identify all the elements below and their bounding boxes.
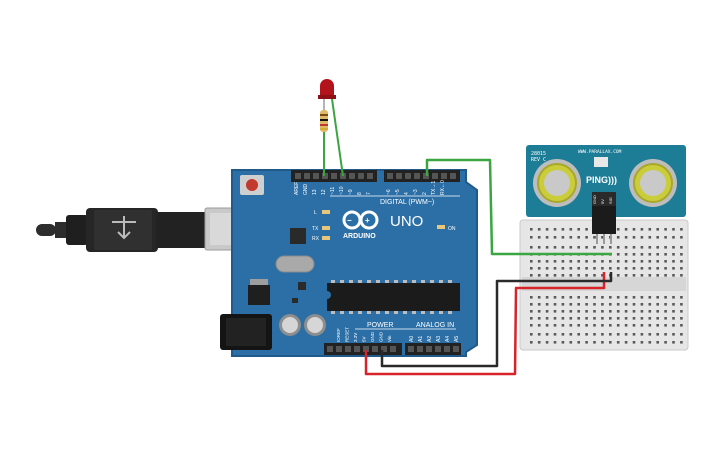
power-label: POWER [367,322,393,329]
analog-pin-label: A5 [454,336,460,342]
power-pin-label: GND [379,331,384,342]
sensor-part-number: 28015 [531,151,546,157]
wire-signal-green[interactable] [425,158,612,256]
power-jack[interactable] [220,314,272,350]
sensor-rev: REV C [531,157,546,163]
top-pin-label: 12 [321,189,327,195]
top-pin-label: ~10 [339,186,345,195]
analog-pin-label: A3 [436,336,442,342]
svg-text:SIG: SIG [608,197,613,204]
board-model: UNO [390,213,423,230]
led-l [322,210,330,214]
power-pin-label: Vin [387,335,392,342]
top-pin-label: 13 [312,189,318,195]
digital-header-right [384,170,460,182]
reset-button[interactable] [240,175,264,195]
svg-text:−: − [347,216,352,225]
on-label: ON [448,226,456,232]
power-pin-label: RESET [345,327,350,342]
sensor-name: PING))) [586,175,617,185]
top-pin-label: 2 [422,192,428,195]
voltage-regulator [248,279,270,305]
transducer-left [533,159,581,207]
red-led[interactable] [318,79,336,99]
svg-text:5V: 5V [600,199,605,204]
top-pin-label: ~3 [413,189,419,195]
top-pin-label: ~11 [330,187,336,195]
tx-label: TX [312,226,319,232]
top-pin-label: ~5 [395,189,401,195]
top-pin-label: AREF [294,182,300,195]
led-tx [322,226,330,230]
top-pin-label: RX←0 [440,180,446,195]
led-on [437,225,445,229]
power-pin-label: 3.3V [353,333,358,342]
analog-pin-label: A4 [445,336,451,342]
top-pin-label: 7 [366,192,372,195]
svg-text:GND: GND [592,195,597,204]
sensor-brand: WWW.PARALLAX.COM [578,149,622,155]
analog-pin-label: A0 [409,336,415,342]
analog-label: ANALOG IN [416,322,454,329]
svg-text:+: + [365,216,370,225]
ping-ultrasonic-sensor[interactable]: 28015 REV C WWW.PARALLAX.COM PING))) GND… [526,145,686,244]
wire-5v-red[interactable] [364,272,606,376]
led-wires[interactable] [323,98,344,177]
crystal [275,255,315,273]
arduino-logo: − + [342,210,379,230]
top-pin-label: ~9 [348,189,354,195]
power-pin-label: 5V [362,336,367,342]
board-brand: ARDUINO [343,233,376,240]
top-pin-label: TX→1 [431,181,437,195]
led-l-label: L [314,210,317,216]
atmega-chip [327,280,460,314]
top-pin-label: 8 [357,192,363,195]
wire-gnd-black[interactable] [380,272,613,368]
power-pin-label: GND [370,331,375,342]
analog-pin-label: A1 [418,336,424,342]
digital-label: DIGITAL (PWM~) [380,199,434,206]
analog-pin-label: A2 [427,336,433,342]
digital-header-left [291,170,377,182]
sensor-logo [594,157,608,167]
led-rx [322,236,330,240]
power-pin-label: IOREF [336,328,341,342]
top-pin-label: ~6 [386,189,392,195]
rx-label: RX [312,236,320,242]
capacitors [279,314,326,336]
resistor[interactable] [320,99,328,132]
top-pin-label: 4 [404,192,410,195]
top-pin-label: GND [303,184,309,196]
transducer-right [629,159,677,207]
usb-chip [290,228,306,244]
sensor-pins: GND 5V SIG [592,192,616,244]
